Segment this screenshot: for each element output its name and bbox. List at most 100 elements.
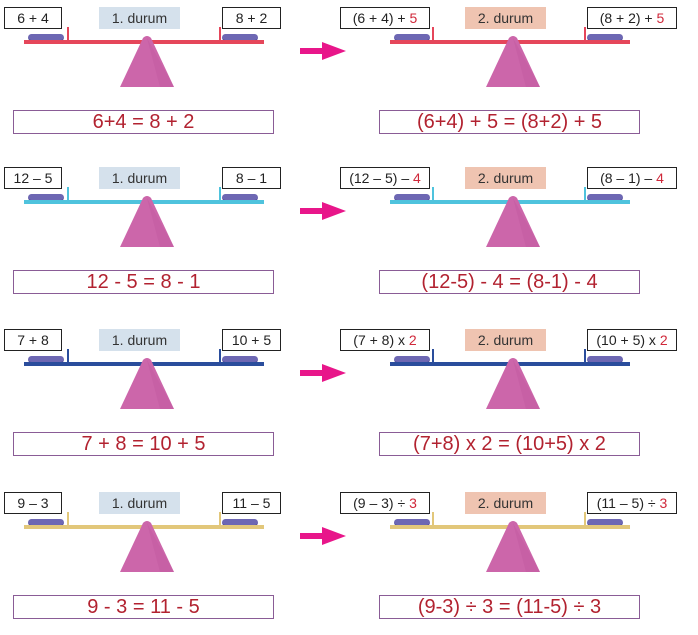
durum-1-label: 1. durum: [99, 167, 180, 189]
left-pan-expression: (6 + 4) + 5: [340, 7, 430, 29]
triangle-fulcrum-icon: [486, 358, 540, 409]
left-pan-expression: (7 + 8) x 2: [340, 329, 430, 351]
durum-2-label: 2. durum: [465, 7, 546, 29]
right-post: [219, 187, 221, 200]
expression-text: (10 + 5) x: [596, 332, 660, 348]
expression-text: 7 + 8 = 10 + 5: [81, 433, 206, 455]
right-post: [219, 512, 221, 525]
equation-row-2: 12 – 5 1. durum 8 – 1 12 - 5 = 8 - 1 (12…: [0, 160, 698, 310]
left-post: [67, 187, 69, 200]
expression-text: 2. durum: [477, 332, 534, 348]
equation-box: 9 - 3 = 11 - 5: [13, 595, 274, 619]
expression-text: (8 + 2) +: [599, 10, 657, 26]
equation-box: 12 - 5 = 8 - 1: [13, 270, 274, 294]
left-post: [67, 512, 69, 525]
expression-text: 2. durum: [477, 10, 534, 26]
expression-text: 8 – 1: [235, 170, 268, 186]
left-post: [432, 187, 434, 200]
triangle-fulcrum-icon: [120, 521, 174, 572]
right-pan-expression: (8 – 1) – 4: [587, 167, 677, 189]
equation-box: 7 + 8 = 10 + 5: [13, 432, 274, 456]
panel-durum-1: 12 – 5 1. durum 8 – 1 12 - 5 = 8 - 1: [0, 160, 300, 310]
equation-box: (9-3) ÷ 3 = (11-5) ÷ 3: [379, 595, 640, 619]
panel-durum-1: 6 + 4 1. durum 8 + 2 6+4 = 8 + 2: [0, 0, 300, 150]
left-pan-expression: 7 + 8: [4, 329, 62, 351]
right-pan-expression: (10 + 5) x 2: [587, 329, 677, 351]
equation-box: 6+4 = 8 + 2: [13, 110, 274, 134]
expression-text: 2. durum: [477, 170, 534, 186]
right-post: [584, 349, 586, 362]
right-post: [584, 512, 586, 525]
panel-durum-2: (12 – 5) – 4 2. durum (8 – 1) – 4 (12-5)…: [0, 160, 698, 310]
added-term: 5: [409, 10, 418, 26]
expression-text: 1. durum: [111, 332, 168, 348]
triangle-fulcrum-icon: [486, 36, 540, 87]
left-pan-expression: (12 – 5) – 4: [340, 167, 430, 189]
expression-text: 9 - 3 = 11 - 5: [87, 596, 200, 618]
durum-2-label: 2. durum: [465, 167, 546, 189]
panel-durum-2: (9 – 3) ÷ 3 2. durum (11 – 5) ÷ 3 (9-3) …: [0, 485, 698, 635]
left-pan-expression: 12 – 5: [4, 167, 62, 189]
left-pan-expression: (9 – 3) ÷ 3: [340, 492, 430, 514]
expression-text: (9-3) ÷ 3 = (11-5) ÷ 3: [417, 596, 602, 618]
right-pan-expression: 11 – 5: [222, 492, 281, 514]
equation-box: (7+8) x 2 = (10+5) x 2: [379, 432, 640, 456]
expression-text: 2. durum: [477, 495, 534, 511]
expression-text: 11 – 5: [232, 495, 271, 511]
expression-text: (7 + 8) x: [353, 332, 409, 348]
triangle-fulcrum-icon: [120, 358, 174, 409]
durum-1-label: 1. durum: [99, 492, 180, 514]
added-term: 2: [408, 332, 417, 348]
triangle-fulcrum-icon: [120, 36, 174, 87]
panel-durum-2: (7 + 8) x 2 2. durum (10 + 5) x 2 (7+8) …: [0, 322, 698, 472]
added-term: 5: [656, 10, 665, 26]
right-arrow-icon: [300, 202, 346, 220]
added-term: 4: [656, 170, 664, 186]
expression-text: 1. durum: [111, 170, 168, 186]
expression-text: 12 - 5 = 8 - 1: [86, 271, 201, 293]
added-term: 3: [659, 495, 668, 511]
equation-row-4: 9 – 3 1. durum 11 – 5 9 - 3 = 11 - 5 (9 …: [0, 485, 698, 635]
expression-text: (6 + 4) +: [352, 10, 410, 26]
right-post: [584, 187, 586, 200]
expression-text: (11 – 5) ÷: [596, 495, 660, 511]
panel-durum-2: (6 + 4) + 5 2. durum (8 + 2) + 5 (6+4) +…: [0, 0, 698, 150]
expression-text: (6+4) + 5 = (8+2) + 5: [416, 111, 603, 133]
durum-2-label: 2. durum: [465, 492, 546, 514]
panel-durum-1: 7 + 8 1. durum 10 + 5 7 + 8 = 10 + 5: [0, 322, 300, 472]
expression-text: (7+8) x 2 = (10+5) x 2: [413, 433, 606, 455]
expression-text: 6+4 = 8 + 2: [92, 111, 195, 133]
equation-row-1: 6 + 4 1. durum 8 + 2 6+4 = 8 + 2 (6 + 4)…: [0, 0, 698, 150]
left-pan-expression: 9 – 3: [4, 492, 62, 514]
triangle-fulcrum-icon: [486, 196, 540, 247]
expression-text: 1. durum: [111, 495, 168, 511]
expression-text: (12-5) - 4 = (8-1) - 4: [421, 271, 598, 293]
panel-durum-1: 9 – 3 1. durum 11 – 5 9 - 3 = 11 - 5: [0, 485, 300, 635]
right-arrow-icon: [300, 527, 346, 545]
expression-text: 10 + 5: [231, 332, 272, 348]
right-pan-expression: 8 – 1: [222, 167, 281, 189]
right-arrow-icon: [300, 42, 346, 60]
right-arrow-icon: [300, 364, 346, 382]
expression-text: 8 + 2: [235, 10, 268, 26]
left-post: [432, 349, 434, 362]
expression-text: 1. durum: [111, 10, 168, 26]
left-post: [432, 27, 434, 40]
right-post: [584, 27, 586, 40]
added-term: 3: [409, 495, 417, 511]
right-post: [219, 349, 221, 362]
added-term: 4: [413, 170, 421, 186]
right-pan-expression: 10 + 5: [222, 329, 281, 351]
equation-box: (12-5) - 4 = (8-1) - 4: [379, 270, 640, 294]
expression-text: 12 – 5: [13, 170, 53, 186]
durum-1-label: 1. durum: [99, 329, 180, 351]
expression-text: 6 + 4: [17, 10, 49, 26]
durum-2-label: 2. durum: [465, 329, 546, 351]
added-term: 2: [659, 332, 668, 348]
triangle-fulcrum-icon: [120, 196, 174, 247]
right-post: [219, 27, 221, 40]
expression-text: 9 – 3: [17, 495, 49, 511]
expression-text: 7 + 8: [17, 332, 49, 348]
right-pan-expression: (8 + 2) + 5: [587, 7, 677, 29]
left-post: [67, 27, 69, 40]
